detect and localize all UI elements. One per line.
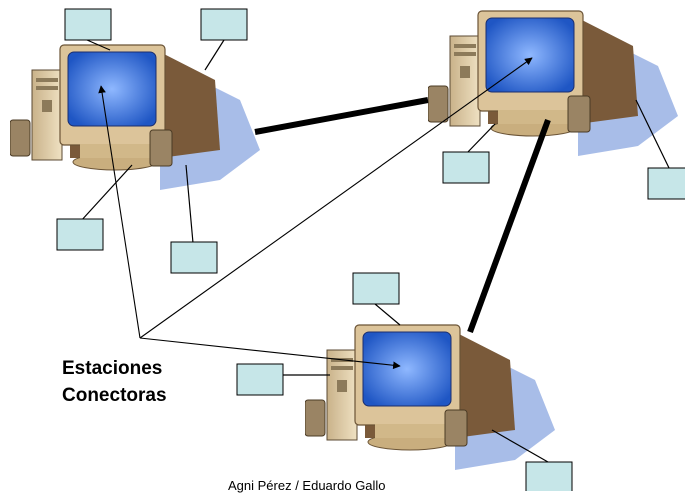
callout-lines [79, 39, 671, 463]
label-box [170, 241, 218, 274]
link-top [254, 97, 429, 135]
label-box [525, 461, 573, 491]
label-box [56, 218, 104, 251]
label-box [64, 8, 112, 41]
caption-line-1: Estaciones [62, 358, 163, 379]
workstation-top-right [428, 10, 678, 157]
footer-credit: Agni Pérez / Eduardo Gallo [228, 478, 386, 493]
label-box [647, 167, 685, 200]
caption-line-2: Conectoras [62, 385, 167, 406]
label-box [442, 151, 490, 184]
label-boxes [56, 8, 685, 491]
label-box [236, 363, 284, 396]
label-box [200, 8, 248, 41]
workstation-top-left [10, 44, 260, 191]
caption-arrows [98, 57, 533, 370]
label-box [352, 272, 400, 305]
workstation-bottom [305, 324, 555, 471]
link-right [467, 118, 551, 334]
